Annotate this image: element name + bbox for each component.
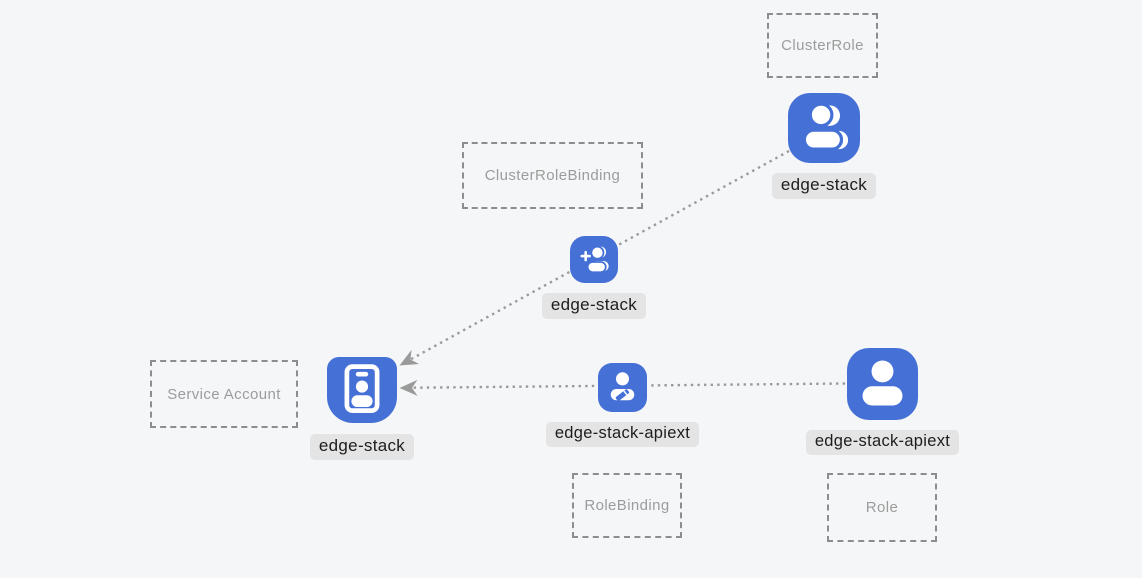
node-clusterrole-edge-stack[interactable]: edge-stack: [771, 93, 877, 199]
id-badge-icon[interactable]: [327, 357, 397, 423]
type-box-clusterrolebinding: ClusterRoleBinding: [462, 142, 643, 209]
node-label-role: edge-stack-apiext: [805, 430, 960, 455]
node-label-rolebinding: edge-stack-apiext: [545, 422, 700, 447]
arrowhead-to-service-account-horizontal: [399, 379, 418, 396]
type-box-role: Role: [827, 473, 937, 542]
arrowhead-to-service-account-diagonal: [399, 349, 420, 366]
node-label-clusterrolebinding: edge-stack: [541, 293, 647, 319]
type-box-rolebinding-label: RoleBinding: [584, 497, 670, 514]
node-serviceaccount-edge-stack[interactable]: edge-stack: [309, 357, 415, 460]
type-box-service-account: Service Account: [150, 360, 298, 428]
type-box-rolebinding: RoleBinding: [572, 473, 682, 538]
node-clusterrolebinding-edge-stack[interactable]: edge-stack: [541, 236, 647, 319]
type-box-service-account-label: Service Account: [167, 385, 281, 403]
users-icon[interactable]: [788, 93, 860, 163]
node-label-serviceaccount: edge-stack: [309, 434, 415, 460]
node-rolebinding-edge-stack-apiext[interactable]: edge-stack-apiext: [545, 363, 700, 447]
user-icon[interactable]: [847, 348, 918, 420]
type-box-clusterrole-label: ClusterRole: [781, 37, 864, 54]
type-box-clusterrole: ClusterRole: [767, 13, 878, 78]
user-add-icon[interactable]: [570, 236, 618, 283]
user-edit-icon[interactable]: [598, 363, 647, 412]
type-box-role-label: Role: [865, 499, 899, 516]
node-role-edge-stack-apiext[interactable]: edge-stack-apiext: [805, 348, 960, 455]
type-box-clusterrolebinding-label: ClusterRoleBinding: [484, 167, 621, 184]
node-label-clusterrole: edge-stack: [771, 173, 877, 199]
